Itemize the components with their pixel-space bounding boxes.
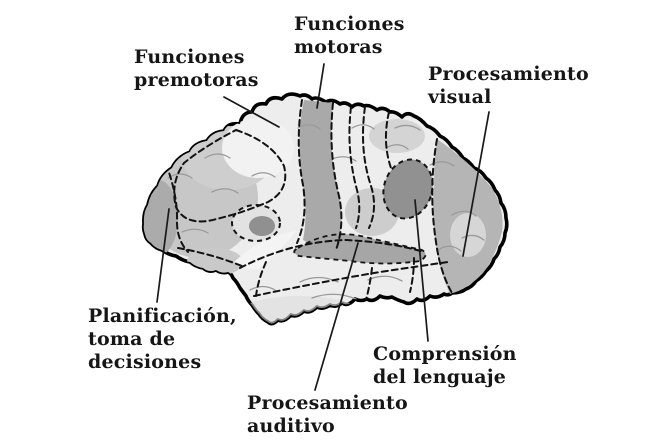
label-procesamiento-auditivo: Procesamiento auditivo: [247, 392, 408, 437]
label-planificacion: Planificación, toma de decisiones: [88, 305, 237, 373]
leader-comprension-lenguaje: [414, 199, 429, 342]
label-procesamiento-visual: Procesamiento visual: [428, 63, 589, 108]
premotor-region-shape: [222, 118, 294, 178]
leader-lines: [156, 63, 490, 391]
broca-inner-shape: [249, 216, 275, 236]
postcentral-boundary: [385, 111, 392, 169]
motor-posterior-boundary: [330, 102, 343, 251]
label-funciones-motoras: Funciones motoras: [294, 13, 405, 58]
occipital-light-patch: [450, 213, 486, 257]
region-boundaries: [165, 99, 453, 301]
leader-funciones-premotoras: [223, 96, 280, 128]
label-funciones-premotoras: Funciones premotoras: [134, 46, 259, 91]
central-sulcus-b: [362, 106, 375, 229]
orbital-boundary: [177, 247, 243, 267]
language-region-shape: [382, 158, 434, 220]
frontal-pole-shade: [143, 180, 178, 256]
leader-procesamiento-visual: [462, 111, 490, 257]
lateral-fissure-wedge: [234, 231, 296, 270]
temporal-vertical-a: [255, 261, 267, 297]
temporal-bottom-shade: [240, 296, 360, 324]
leader-procesamiento-auditivo: [314, 242, 359, 391]
motor-anterior-boundary: [296, 99, 306, 244]
central-sulcus-a: [348, 106, 361, 229]
temporal-vertical-b: [365, 267, 373, 301]
sylvian-fissure: [239, 238, 425, 269]
frontal-pole-boundary: [165, 163, 189, 253]
prefrontal-boundary: [173, 128, 287, 223]
inferior-temporal-sulcus: [253, 261, 449, 297]
occipital-boundary: [431, 138, 453, 294]
temporal-vertical-c: [409, 257, 415, 293]
parietal-top-shade: [369, 119, 425, 153]
leader-funciones-motoras: [316, 63, 325, 109]
leader-planificacion: [156, 208, 170, 303]
label-comprension-lenguaje: Comprensión del lenguaje: [373, 343, 517, 388]
